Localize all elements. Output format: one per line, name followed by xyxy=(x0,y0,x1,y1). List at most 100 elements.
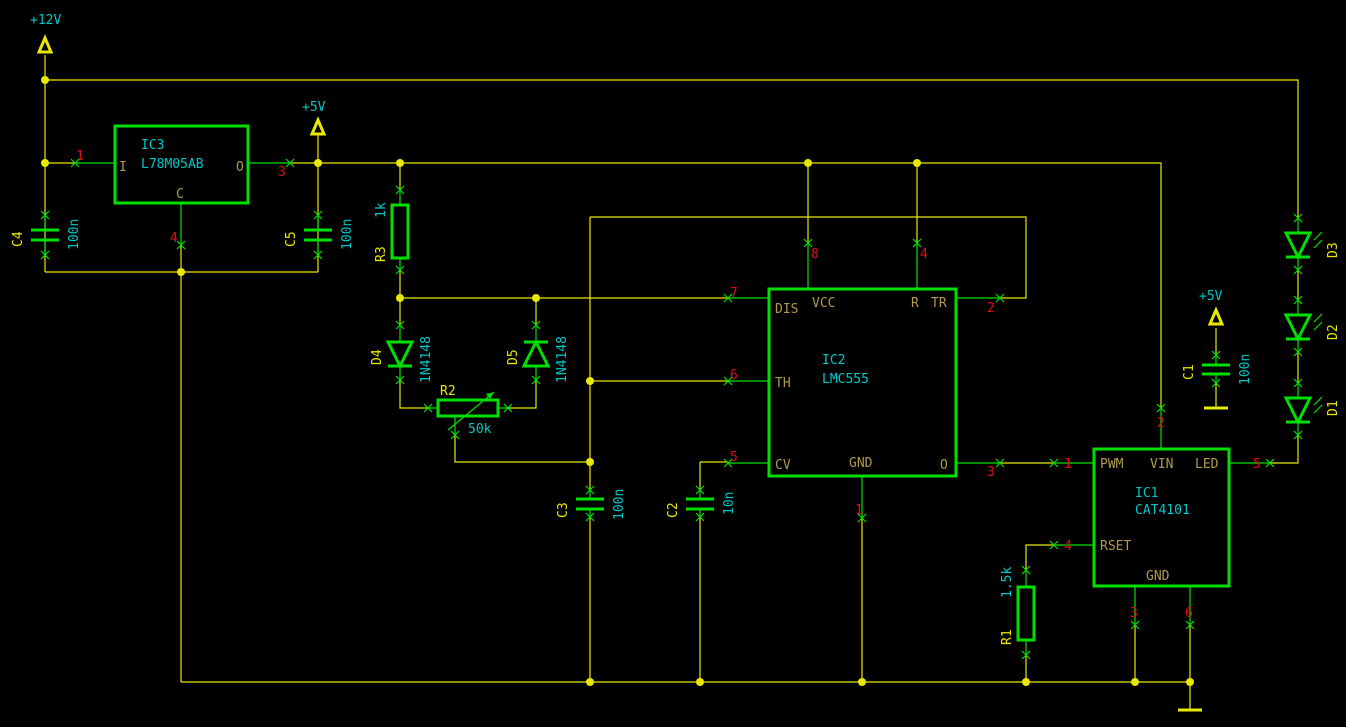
capacitor-c2[interactable]: C2 10n xyxy=(666,490,737,518)
arrow-head-icon xyxy=(486,392,494,399)
junctions xyxy=(41,76,1194,686)
wire xyxy=(454,435,590,463)
pin-number: 6 xyxy=(730,368,738,383)
pin-end-marker xyxy=(1293,295,1303,305)
pin-number: 3 xyxy=(278,165,286,180)
diode-d4[interactable]: D4 1N4148 xyxy=(370,325,434,383)
junction xyxy=(586,377,594,385)
pin-end-marker xyxy=(395,375,405,385)
led-icon xyxy=(1283,231,1313,261)
wire xyxy=(807,163,918,243)
ic3-ref: IC3 xyxy=(141,138,164,153)
pin-end-marker xyxy=(1021,565,1031,575)
pin-end-marker xyxy=(995,458,1005,468)
ic3-value: L78M05AB xyxy=(141,157,204,172)
pin-label: PWM xyxy=(1100,457,1124,472)
pin-label: VIN xyxy=(1150,457,1173,472)
c1-value: 100n xyxy=(1238,354,1253,385)
pin-end-marker xyxy=(723,458,733,468)
pin-number: 4 xyxy=(920,247,928,262)
c5-ref: C5 xyxy=(284,231,299,247)
pin-label: CV xyxy=(775,458,791,473)
pin-number: 3 xyxy=(987,465,995,480)
capacitor-c5[interactable]: C5 100n xyxy=(284,215,355,255)
junction xyxy=(41,76,49,84)
pin-end-marker xyxy=(531,375,541,385)
pin-number: 8 xyxy=(811,247,819,262)
led-d3[interactable]: D3 xyxy=(1283,218,1341,270)
pin-number: 1 xyxy=(855,503,863,518)
r1-body xyxy=(1016,585,1036,642)
potentiometer-r2[interactable]: R2 50k xyxy=(428,384,508,437)
wire xyxy=(1134,625,1191,682)
pin-end-marker xyxy=(395,320,405,330)
pin-end-marker xyxy=(995,293,1005,303)
pin-end-marker xyxy=(1130,620,1140,630)
pin-end-marker xyxy=(531,320,541,330)
ic1-value: CAT4101 xyxy=(1135,503,1190,518)
pin-end-marker xyxy=(395,265,405,275)
pin-end-marker xyxy=(803,238,813,248)
c2-value: 10n xyxy=(722,492,737,515)
power-12v: +12V xyxy=(30,13,61,54)
pin-number: 7 xyxy=(730,286,738,301)
wiper-arrow-icon xyxy=(447,391,495,431)
ic1-led-driver[interactable]: IC1 CAT4101 PWM VIN LED RSET GND 1 4 5 2… xyxy=(1054,408,1270,625)
junction xyxy=(396,159,404,167)
capacitor-c3[interactable]: C3 100n xyxy=(556,489,627,520)
capacitor-c4[interactable]: C4 100n xyxy=(11,215,82,255)
wires xyxy=(44,55,1299,710)
wire xyxy=(1270,435,1299,464)
junction xyxy=(696,678,704,686)
power-label: +5V xyxy=(1199,289,1223,304)
ic2-timer[interactable]: IC2 LMC555 DIS VCC R TR TH CV GND O 7 6 … xyxy=(728,243,1000,518)
r2-value: 50k xyxy=(468,422,492,437)
diode-icon xyxy=(521,338,551,368)
c3-ref: C3 xyxy=(556,502,571,518)
pin-end-marker xyxy=(40,250,50,260)
capacitor-c1[interactable]: C1 100n xyxy=(1182,354,1253,385)
pin-end-marker xyxy=(313,210,323,220)
pin-end-marker xyxy=(723,376,733,386)
junction xyxy=(586,678,594,686)
pin-end-marker xyxy=(1021,650,1031,660)
pin-end-marker xyxy=(1049,540,1059,550)
ic3-regulator[interactable]: IC3 L78M05AB I O C 1 3 4 xyxy=(75,124,290,246)
r3-ref: R3 xyxy=(374,246,389,262)
light-rays-icon xyxy=(1313,313,1323,331)
junction xyxy=(913,159,921,167)
diode-d5[interactable]: D5 1N4148 xyxy=(506,325,570,383)
pin-end-marker xyxy=(1211,378,1221,388)
junction xyxy=(586,458,594,466)
c4-ref: C4 xyxy=(11,231,26,247)
power-5v-b: +5V xyxy=(1199,289,1225,326)
pin-number: 3 xyxy=(1130,606,1138,621)
resistor-r3[interactable]: R3 1k xyxy=(374,190,410,270)
pin-end-marker xyxy=(503,403,513,413)
pin-number: 5 xyxy=(730,450,738,465)
pin-end-marker xyxy=(1293,430,1303,440)
pin-markers xyxy=(40,158,1303,660)
pin-end-marker xyxy=(1049,458,1059,468)
led-d1[interactable]: D1 xyxy=(1283,383,1341,435)
d4-ref: D4 xyxy=(370,349,385,365)
junction xyxy=(396,294,404,302)
pin-end-marker xyxy=(585,512,595,522)
pin-end-marker xyxy=(1293,213,1303,223)
pin-end-marker xyxy=(723,293,733,303)
pin-end-marker xyxy=(1185,620,1195,630)
led-d2[interactable]: D2 xyxy=(1283,300,1341,352)
pin-end-marker xyxy=(40,210,50,220)
resistor-r1[interactable]: R1 1.5k xyxy=(1000,567,1036,655)
d4-value: 1N4148 xyxy=(419,336,434,383)
pin-label: R xyxy=(911,296,919,311)
pin-end-marker xyxy=(176,240,186,250)
wire xyxy=(45,245,318,682)
pin-end-marker xyxy=(313,250,323,260)
pin-end-marker xyxy=(1293,265,1303,275)
pin-number: 1 xyxy=(76,149,84,164)
light-rays-icon xyxy=(1313,396,1323,414)
light-rays-icon xyxy=(1313,231,1323,249)
pin-end-marker xyxy=(695,485,705,495)
ic2-value: LMC555 xyxy=(822,372,869,387)
